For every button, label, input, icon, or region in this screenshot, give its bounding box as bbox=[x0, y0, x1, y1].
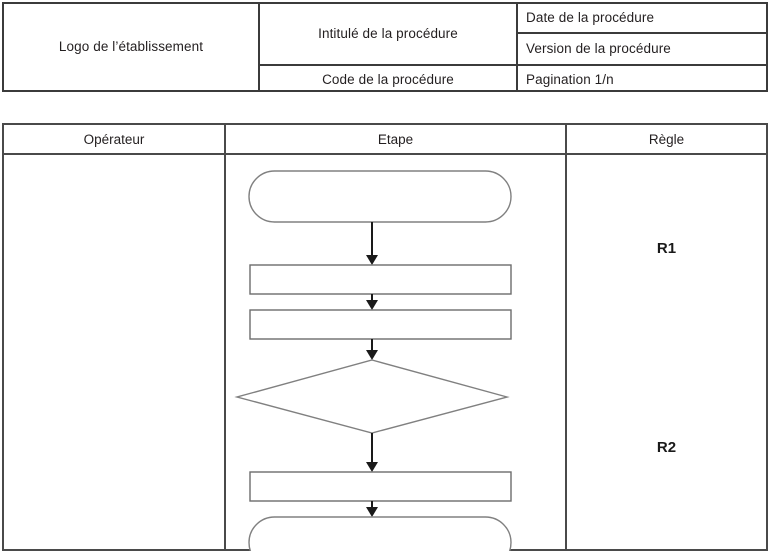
column-header-etape-label: Etape bbox=[377, 131, 414, 147]
header-cell-pagination: Pagination 1/n bbox=[518, 64, 766, 94]
header-cell-code: Code de la procédure bbox=[260, 64, 516, 94]
header-date-label: Date de la procédure bbox=[526, 9, 655, 25]
flowchart-edge-step3-end bbox=[366, 501, 378, 517]
header-title-label: Intitulé de la procédure bbox=[318, 25, 458, 41]
flowchart-node-start bbox=[248, 170, 512, 223]
column-header-etape: Etape bbox=[226, 125, 567, 153]
column-header-regle-label: Règle bbox=[648, 131, 685, 147]
regle-label-r2: R2 bbox=[656, 439, 677, 456]
cell-operateur bbox=[4, 155, 226, 549]
regle-label-r1: R1 bbox=[656, 240, 677, 257]
flowchart-container bbox=[226, 155, 565, 551]
flowchart-edge-start-step1 bbox=[366, 222, 378, 265]
column-header-regle: Règle bbox=[567, 125, 766, 153]
header-logo-label: Logo de l’établissement bbox=[58, 38, 204, 54]
header-version-label: Version de la procédure bbox=[526, 40, 671, 56]
regle-content: R1 R2 bbox=[567, 155, 766, 549]
flowchart-edge-step2-decision bbox=[366, 339, 378, 360]
header-pagination-label: Pagination 1/n bbox=[526, 71, 614, 87]
procedure-header-table: Logo de l’établissement Intitulé de la p… bbox=[2, 2, 768, 92]
operateur-content bbox=[4, 155, 224, 549]
logigramme-header-row: Opérateur Etape Règle bbox=[4, 125, 766, 155]
header-middle-column: Intitulé de la procédure Code de la proc… bbox=[260, 4, 518, 90]
flowchart-edge-decision-step3 bbox=[366, 433, 378, 472]
column-header-operateur: Opérateur bbox=[4, 125, 226, 153]
cell-etape bbox=[226, 155, 567, 551]
flowchart-node-end bbox=[248, 516, 512, 551]
flowchart-node-step1 bbox=[249, 264, 512, 295]
header-cell-logo: Logo de l’établissement bbox=[4, 4, 260, 90]
header-code-label: Code de la procédure bbox=[322, 71, 454, 87]
header-right-column: Date de la procédure Version de la procé… bbox=[518, 4, 766, 90]
cell-regle: R1 R2 bbox=[567, 155, 766, 549]
logigramme-body-row: R1 R2 bbox=[4, 155, 766, 551]
header-cell-date: Date de la procédure bbox=[518, 4, 766, 32]
header-cell-title: Intitulé de la procédure bbox=[260, 4, 516, 64]
column-header-operateur-label: Opérateur bbox=[83, 131, 145, 147]
logigramme-table: Opérateur Etape Règle bbox=[2, 123, 768, 551]
flowchart-edge-step1-step2 bbox=[366, 294, 378, 310]
flowchart-node-step2 bbox=[249, 309, 512, 340]
header-cell-version: Version de la procédure bbox=[518, 32, 766, 64]
flowchart-node-decision bbox=[234, 359, 510, 434]
flowchart-diagram bbox=[234, 170, 512, 551]
flowchart-node-step3 bbox=[249, 471, 512, 502]
